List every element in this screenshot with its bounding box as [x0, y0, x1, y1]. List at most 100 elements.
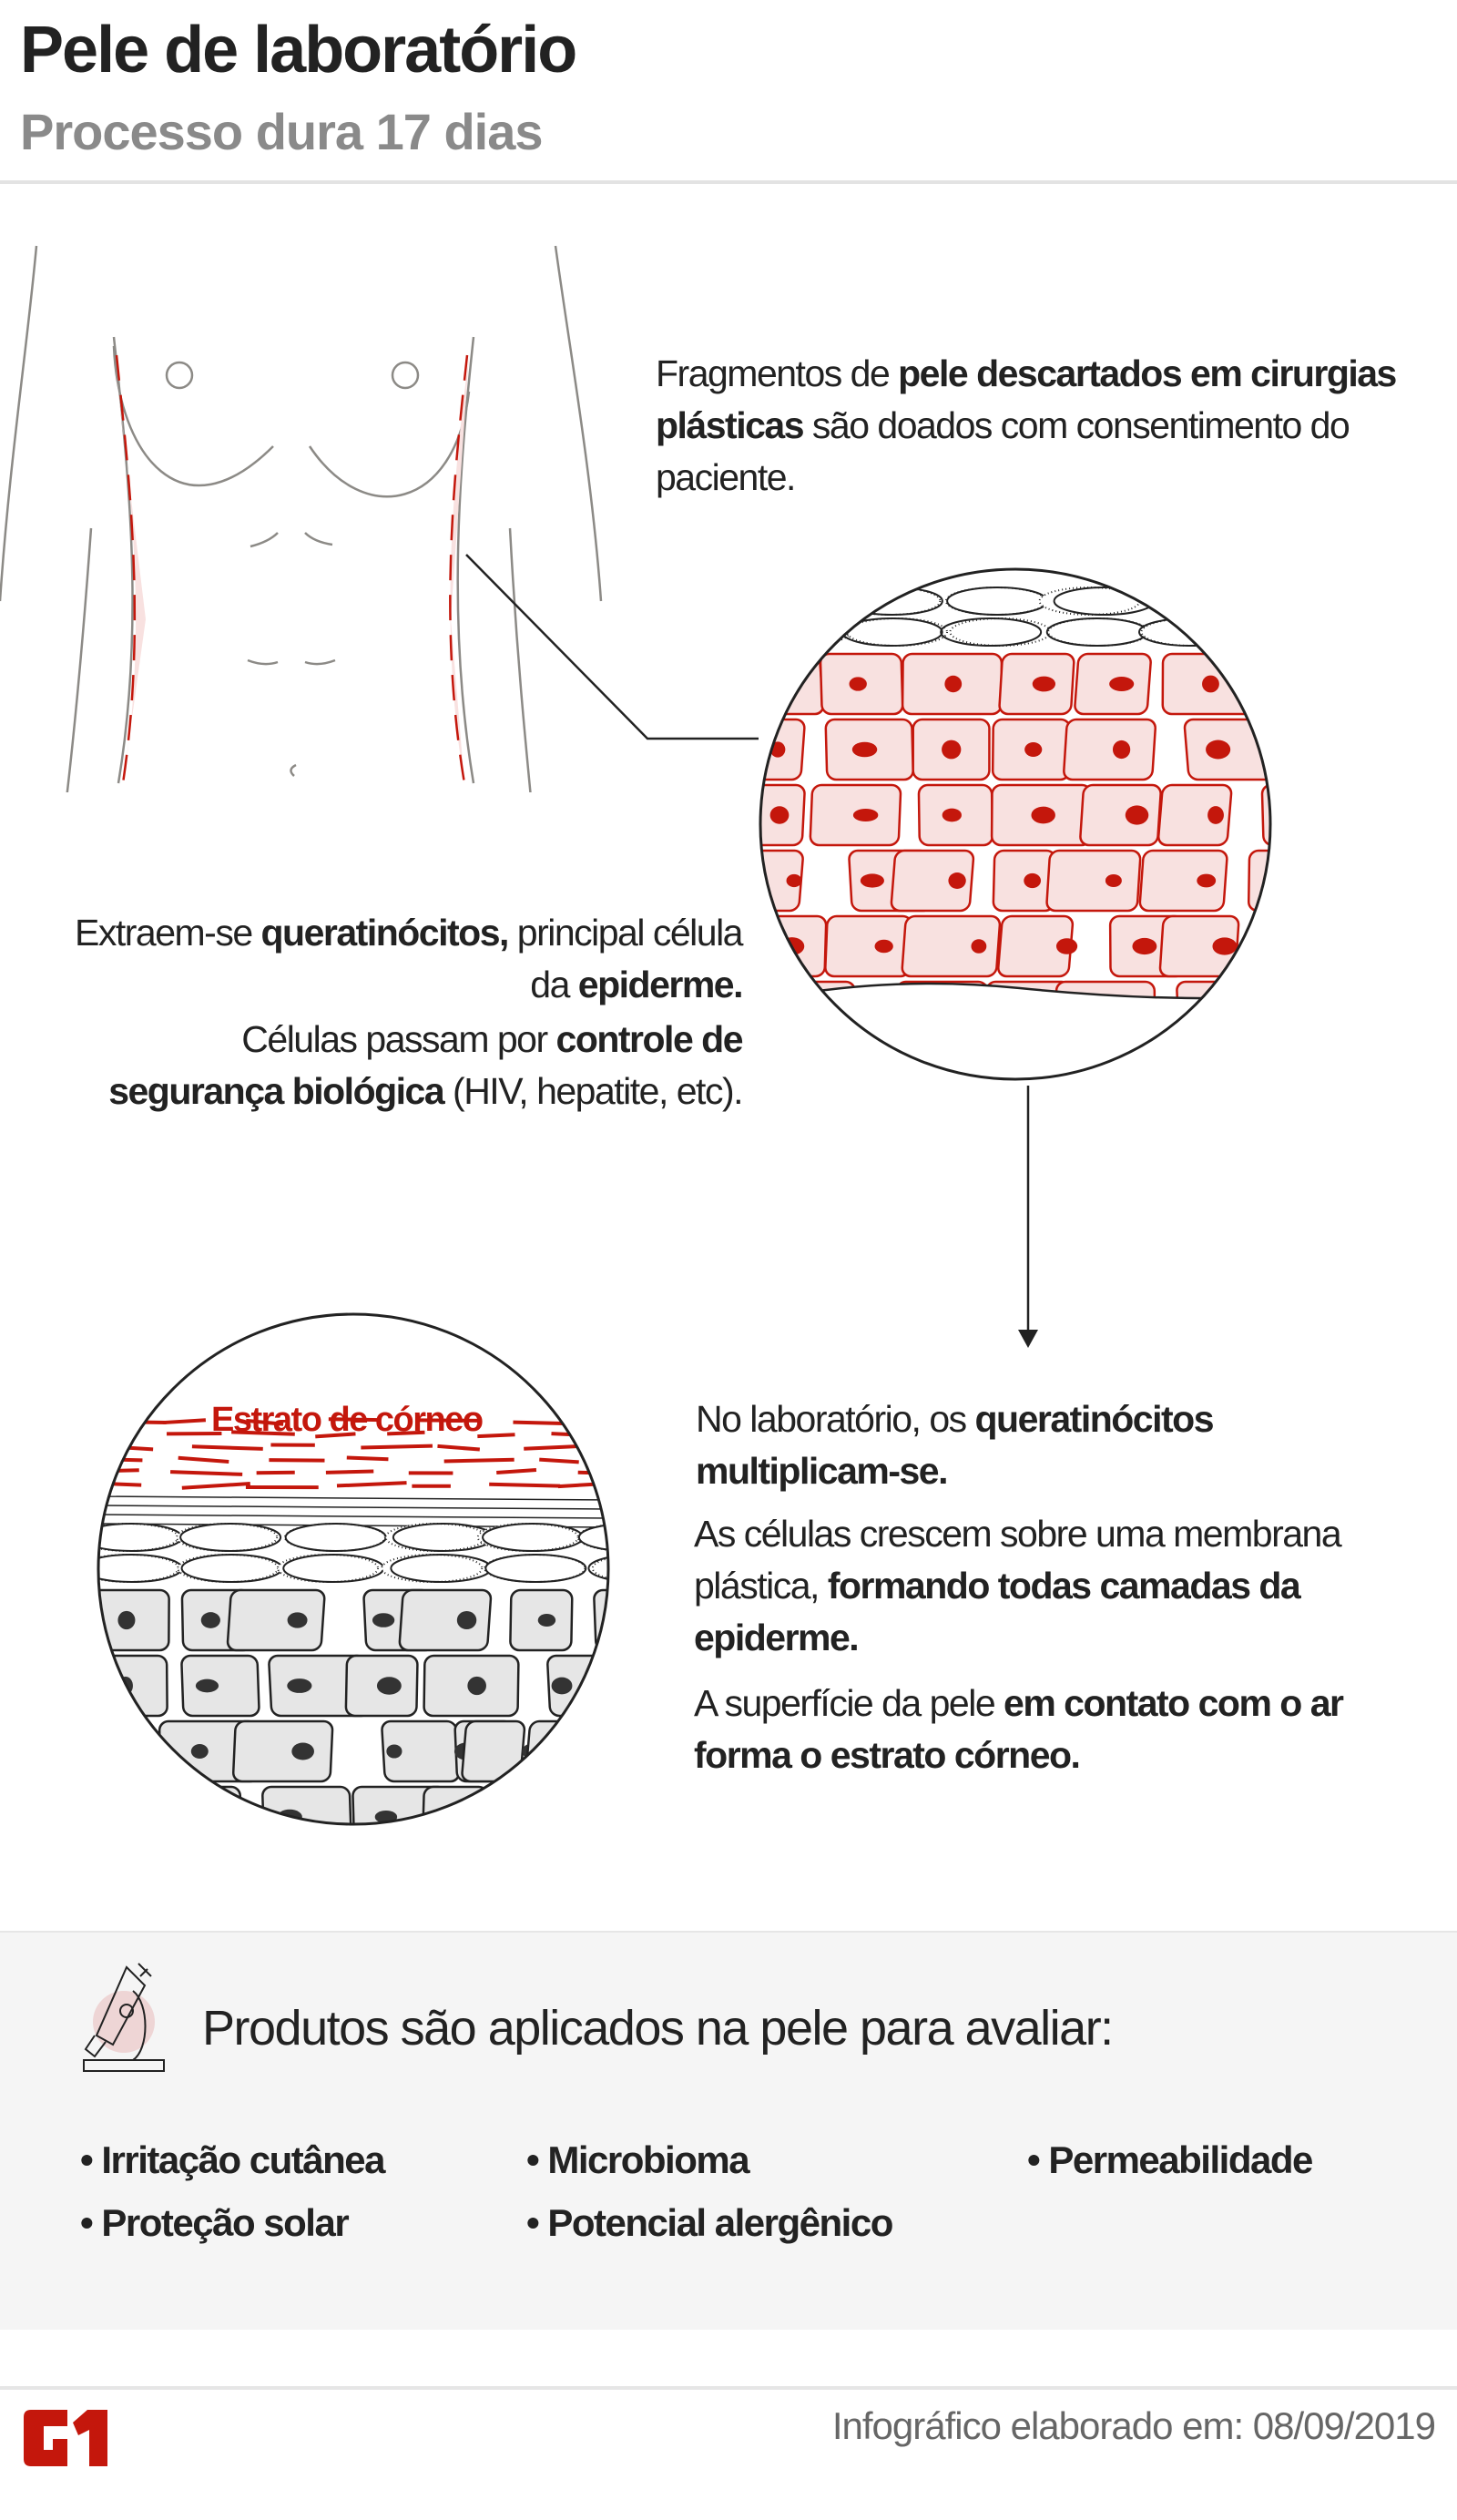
header-divider — [0, 180, 1457, 184]
corneum-strand — [477, 1433, 515, 1439]
cell — [593, 1588, 608, 1652]
corneum-strand — [98, 1468, 139, 1474]
cell — [1266, 652, 1270, 716]
corneum-strand — [163, 1418, 207, 1425]
cell — [398, 1588, 493, 1652]
corneum-strand — [583, 1419, 608, 1426]
step-donation-text: Fragmentos de pele descartados em cirurg… — [656, 352, 1397, 498]
cell — [231, 1719, 334, 1783]
granular-cell — [949, 617, 1052, 647]
cell — [180, 1654, 260, 1718]
corneum-strand — [387, 1430, 425, 1436]
corneum-strand — [98, 1481, 142, 1487]
list-item: • Irritação cutânea — [80, 2138, 386, 2181]
cell-nucleus — [195, 1678, 219, 1693]
cell-nucleus — [1024, 742, 1043, 757]
cell-nucleus — [849, 677, 867, 691]
corneum-strand — [328, 1417, 380, 1423]
list-item: • Permeabilidade — [1027, 2138, 1313, 2181]
cell-nucleus — [122, 1809, 140, 1824]
cell — [226, 1588, 326, 1652]
corneum-strand — [443, 1457, 515, 1464]
step-corneum-text: A superfície da pele em contato com o ar… — [694, 1682, 1344, 1776]
cell — [1138, 849, 1228, 913]
cell-nucleus — [117, 1610, 136, 1630]
cell-nucleus — [200, 1612, 220, 1628]
cell-nucleus — [1202, 675, 1219, 693]
cell — [824, 914, 913, 978]
corneum-strand — [609, 1445, 613, 1450]
cell-nucleus — [944, 675, 963, 693]
cell-nucleus — [535, 1807, 562, 1824]
granular-cell — [1254, 617, 1270, 647]
granular-cell — [277, 1554, 380, 1583]
cell — [1274, 719, 1275, 780]
granular-cell — [176, 1523, 279, 1552]
corneum-strand — [437, 1444, 480, 1452]
granular-cell — [381, 1554, 484, 1583]
corneum-strand — [496, 1468, 537, 1474]
cell-nucleus — [202, 1808, 218, 1824]
corneum-strand — [231, 1430, 295, 1436]
cell — [1247, 849, 1270, 913]
panel-heading: Produtos são aplicados na pele para aval… — [202, 2001, 1114, 2056]
granular-cell — [845, 617, 948, 647]
footer-credit: Infográfico elaborado em: 08/09/2019 — [831, 2404, 1436, 2447]
granular-cell — [1242, 587, 1270, 616]
list-item: • Potencial alergênico — [526, 2201, 893, 2244]
cell-nucleus — [291, 1742, 314, 1760]
cell — [1176, 980, 1269, 1044]
corneum-strand — [191, 1444, 263, 1451]
cell — [606, 1654, 608, 1718]
cell-nucleus — [607, 1744, 608, 1759]
stratum-corneum-label: Estrato de córneo — [211, 1401, 484, 1439]
step-extraction-text: Extraem-se queratinócitos, principal cél… — [75, 912, 743, 1005]
granular-cell — [476, 1523, 579, 1552]
corneum-strand — [489, 1482, 561, 1488]
cell-nucleus — [1024, 872, 1042, 889]
cell — [1063, 718, 1156, 781]
step-multiply-text: No laboratório, os queratinócitos multip… — [696, 1398, 1215, 1492]
connector-line — [465, 554, 759, 740]
cell-nucleus — [942, 740, 962, 760]
list-item: • Microbioma — [526, 2138, 750, 2181]
corneum-strand — [98, 1419, 167, 1424]
cell-nucleus — [948, 872, 966, 889]
corneum-strand — [361, 1444, 433, 1450]
cell — [1265, 980, 1270, 1044]
cell — [525, 1719, 608, 1783]
cell-nucleus — [376, 1677, 402, 1695]
step-biosafety-text: Células passam por controle de segurança… — [108, 1018, 743, 1112]
circle-outline — [97, 1312, 610, 1826]
cell-nucleus — [1032, 676, 1056, 692]
corneum-strand — [98, 1457, 143, 1463]
g1-logo — [24, 2410, 107, 2466]
membrane — [760, 982, 1270, 1079]
torso-illustration — [0, 245, 603, 792]
connector-lines — [465, 554, 1038, 1348]
cell — [901, 914, 1002, 978]
cell-nucleus — [851, 741, 878, 758]
page-subtitle: Processo dura 17 dias — [20, 103, 544, 160]
cell — [1158, 914, 1240, 978]
cell-nucleus — [372, 1613, 395, 1627]
lab-epidermis-magnified-circle — [97, 1312, 613, 1826]
cell-nucleus — [1109, 677, 1135, 691]
cell-nucleus — [1125, 805, 1149, 825]
corneum-strand — [178, 1455, 229, 1464]
cell-nucleus — [1031, 806, 1055, 824]
corneum-strand — [170, 1470, 243, 1476]
cell — [760, 783, 806, 847]
cell-nucleus — [287, 1678, 312, 1693]
cell-nucleus — [1212, 937, 1238, 955]
cell-layers — [760, 569, 1275, 1079]
cell-nucleus — [612, 1614, 613, 1627]
corneum-strand — [181, 1482, 250, 1490]
granular-cell — [1147, 587, 1250, 616]
cell-nucleus — [765, 676, 782, 692]
cell-nucleus — [287, 1612, 308, 1628]
corneum-strand — [325, 1469, 374, 1474]
granular-cell — [384, 1523, 487, 1552]
cell — [461, 1719, 526, 1783]
cell-nucleus — [786, 873, 802, 888]
